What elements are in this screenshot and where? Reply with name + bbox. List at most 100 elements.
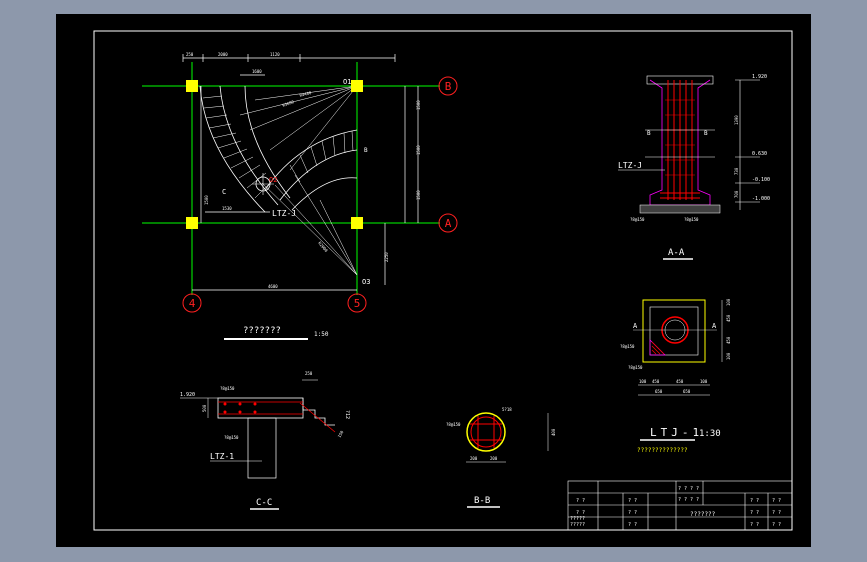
plan-dim-right-3: 1500 xyxy=(416,190,421,200)
aa-ltz-label: LTZ-J xyxy=(618,161,642,170)
ltj-note: ?????????????? xyxy=(637,447,688,454)
ltj-title: LTJ-1 xyxy=(650,426,703,439)
tb-right-1-b: ? ? xyxy=(772,498,781,504)
tb-row2-a: ? ? xyxy=(576,510,585,516)
ltj-dim-right-4: 100 xyxy=(726,352,731,360)
ltj-dim-total-1: 650 xyxy=(655,389,663,394)
ltj-dim-total-2: 650 xyxy=(683,389,691,394)
bb-title: B-B xyxy=(474,496,490,506)
plan-ltz-label: LTZ-J xyxy=(272,209,296,218)
title-block-text: ? ? ? ? ? ? ? ? ? ? ? ? ? ? ? ? ????? ? … xyxy=(570,486,781,528)
axis-label-b: B xyxy=(445,80,452,93)
cc-title: C-C xyxy=(256,498,272,508)
tb-row3-b: ? ? xyxy=(628,522,637,528)
ltj-dim-bottom-3: 450 xyxy=(676,379,684,384)
cc-rebar-top: ?8@150 xyxy=(220,386,235,391)
bb-dim-bottom-2: 200 xyxy=(490,456,498,461)
bb-dim-right: 400 xyxy=(551,428,556,436)
plan-scale: 1:50 xyxy=(314,331,329,338)
aa-elev-3: -0.100 xyxy=(752,177,770,183)
plan-section-b: B xyxy=(364,147,368,154)
section-bb: 200 200 400 ?8@150 5?18 B-B xyxy=(446,407,556,508)
tb-right-1-a: ? ? xyxy=(750,498,759,504)
tb-top-2: ? ? ? ? xyxy=(678,497,699,503)
ltj-section-a-right: A xyxy=(712,322,717,330)
plan-dim-right: 1500 xyxy=(416,100,421,110)
aa-rebar-2: ?8@150 xyxy=(684,217,699,222)
ltj-rebar-2: ?8@150 xyxy=(628,365,643,370)
plan-radius-3: R2000 xyxy=(317,240,329,253)
axis-label-5: 5 xyxy=(354,297,361,310)
aa-dim-2: 730 xyxy=(734,167,739,175)
tb-right-2-b: ? ? xyxy=(772,510,781,516)
axis-label-a: A xyxy=(445,217,452,230)
tb-row1-b: ? ? xyxy=(628,498,637,504)
plan-dim-left: 1500 xyxy=(204,195,209,205)
ltj-scale: 1:30 xyxy=(699,429,721,439)
plan-radius-1: R4400 xyxy=(299,90,312,98)
cc-note: ?12 xyxy=(344,410,350,419)
cc-ltz-label: LTZ-1 xyxy=(210,452,234,461)
aa-section-b-left: B xyxy=(647,130,651,137)
cc-elev: 1.920 xyxy=(180,392,195,398)
aa-section-b-right: B xyxy=(704,130,708,137)
aa-title: A-A xyxy=(668,248,685,258)
tb-right-2-a: ? ? xyxy=(750,510,759,516)
center-label-o2: O2 xyxy=(269,176,277,184)
tb-row4-a: ????? xyxy=(570,516,585,522)
cc-dim-side: 500 xyxy=(202,404,207,412)
column-marker xyxy=(186,80,198,92)
title-block xyxy=(567,480,793,531)
tb-drawing-title: ??????? xyxy=(690,511,716,518)
plan-dim-top-3: 1120 xyxy=(270,52,280,57)
bb-rebar-1: ?8@150 xyxy=(446,422,461,427)
column-marker xyxy=(351,80,363,92)
cc-dim-top: 250 xyxy=(305,371,313,376)
aa-rebar-1: ?8@150 xyxy=(630,217,645,222)
plan-dim-top-1: 250 xyxy=(186,52,194,57)
aa-elev-1: 1.920 xyxy=(752,74,767,80)
aa-elev-2: 0.630 xyxy=(752,151,767,157)
tb-right-3-b: ? ? xyxy=(772,522,781,528)
ltj-dim-right-3: 450 xyxy=(726,336,731,344)
tb-row1-a: ? ? xyxy=(576,498,585,504)
aa-dim-3: 700 xyxy=(734,190,739,198)
section-cc: 1.920 500 ?8@150 ?8@150 250 ?12 150 LTZ-… xyxy=(180,371,350,510)
ltj-dim-right-1: 100 xyxy=(726,298,731,306)
tb-row3-a: ????? xyxy=(570,522,585,528)
tb-right-3-a: ? ? xyxy=(750,522,759,528)
tb-row2-b: ? ? xyxy=(628,510,637,516)
tb-top-1: ? ? ? ? xyxy=(678,486,699,492)
ltj-section-a: A xyxy=(633,322,638,330)
plan-view: B A 4 5 O1 O2 O3 LTZ-J 250 2000 1120 460… xyxy=(142,52,458,340)
aa-dim-1: 1390 xyxy=(734,115,739,125)
center-label-o3: O3 xyxy=(362,278,370,286)
plan-dim-1600: 1600 xyxy=(252,69,262,74)
drawing-frame xyxy=(93,30,793,531)
cc-dim-slope: 150 xyxy=(337,429,345,438)
plan-radius-2: R3600 xyxy=(282,99,296,108)
axis-label-4: 4 xyxy=(189,297,196,310)
aa-elev-4: -1.000 xyxy=(752,196,770,202)
bb-column-circle xyxy=(466,412,506,452)
column-marker xyxy=(186,217,198,229)
plan-dim-top-2: 2000 xyxy=(218,52,228,57)
ltj-dim-bottom-4: 100 xyxy=(700,379,708,384)
plan-dim-bottom: 4600 xyxy=(268,284,278,289)
center-label-o1: O1 xyxy=(343,78,351,86)
drawing-canvas xyxy=(56,14,811,547)
bb-dim-bottom-1: 200 xyxy=(470,456,478,461)
ltj-rebar-1: ?8@150 xyxy=(620,344,635,349)
bb-rebar-2: 5?18 xyxy=(502,407,512,412)
ltj-dim-bottom-2: 450 xyxy=(652,379,660,384)
plan-title: ??????? xyxy=(243,326,281,336)
ltj-dim-bottom-1: 100 xyxy=(639,379,647,384)
section-aa: 1.920 0.630 -0.100 -1.000 1390 730 700 L… xyxy=(618,74,770,260)
plan-section-c-top: C xyxy=(222,188,226,196)
plan-dim-1530: 1530 xyxy=(222,206,232,211)
detail-ltj: A A ?8@150 ?8@150 100 450 450 100 100 45… xyxy=(620,298,731,454)
plan-dim-right-2: 1500 xyxy=(416,145,421,155)
plan-dim-bottom-right: 2250 xyxy=(384,252,389,262)
cc-rebar-bottom: ?8@150 xyxy=(224,435,239,440)
